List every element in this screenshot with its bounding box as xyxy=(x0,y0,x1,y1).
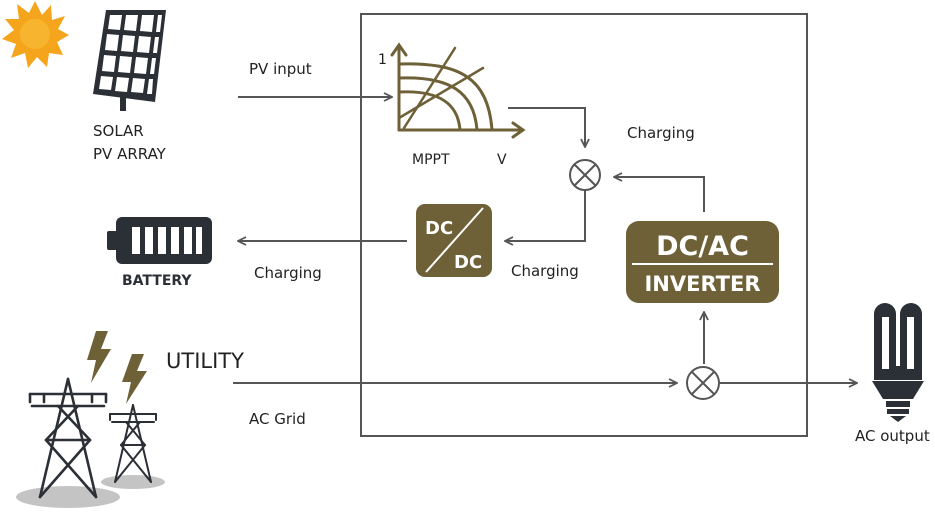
dcdc-bottom-label: DC xyxy=(454,252,482,273)
mppt-to-mixer-arrow xyxy=(508,107,585,147)
charging-top-label: Charging xyxy=(627,124,695,142)
system-box xyxy=(360,13,808,437)
mppt-x-label: V xyxy=(497,152,507,168)
mixer-to-dcdc-arrow xyxy=(505,190,586,241)
mppt-graph xyxy=(390,42,526,139)
dcdc-top-label: DC xyxy=(425,218,453,239)
mixer-node-icon xyxy=(569,159,601,191)
mppt-y-tick: 1 xyxy=(378,52,387,68)
lightning-icon xyxy=(87,331,147,404)
solar-panel-icon xyxy=(93,10,166,111)
solar-label-line2: PV ARRAY xyxy=(93,145,167,163)
solar-label-line1: SOLAR xyxy=(93,122,144,140)
dcdc-converter: DC DC xyxy=(416,204,492,277)
sun-icon xyxy=(2,1,69,68)
inverter-line1: DC/AC xyxy=(656,231,749,262)
light-bulb-icon xyxy=(872,303,924,422)
ac-output-label: AC output xyxy=(855,427,930,445)
mppt-label: MPPT xyxy=(412,152,450,168)
power-tower-icon xyxy=(16,377,165,508)
inverter-line2: INVERTER xyxy=(644,272,760,296)
inverter-to-mixer-arrow xyxy=(614,177,705,212)
mixer-node-icon xyxy=(686,366,720,400)
ac-grid-label: AC Grid xyxy=(249,410,306,428)
battery-label: BATTERY xyxy=(122,273,192,289)
battery-icon xyxy=(107,217,212,264)
utility-label: UTILITY xyxy=(166,349,244,373)
pv-input-label: PV input xyxy=(249,60,312,78)
charging-dcdc-label: Charging xyxy=(511,262,579,280)
dcac-inverter: DC/AC INVERTER xyxy=(626,221,779,303)
charging-battery-label: Charging xyxy=(254,264,322,282)
